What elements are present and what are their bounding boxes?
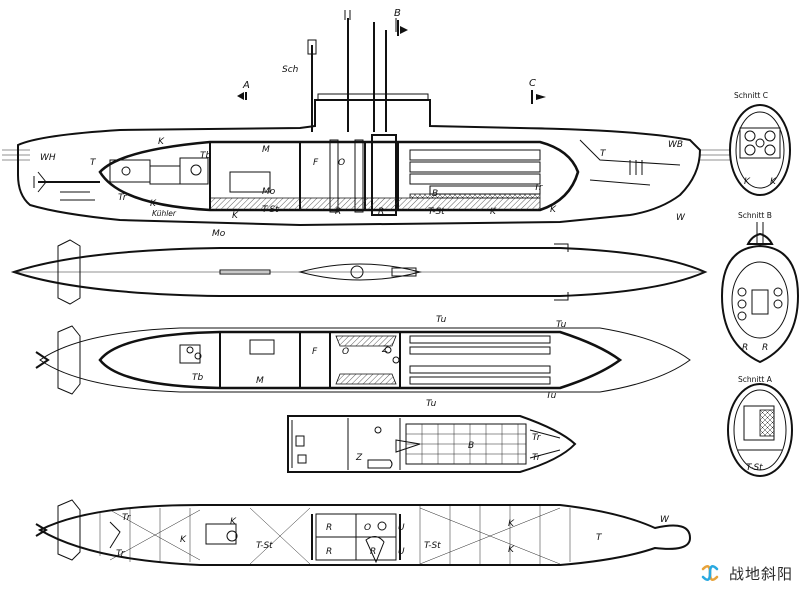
- svg-text:A: A: [242, 80, 250, 91]
- side-torpedo-tubes: [409, 149, 541, 195]
- label-k-fwd: K: [490, 207, 497, 217]
- label-k-bow: K: [550, 205, 557, 215]
- section-b: Schnitt B R R: [720, 211, 799, 364]
- label-wh: WH: [40, 153, 56, 163]
- watermark: 战地斜阳: [697, 560, 793, 586]
- keel-label-r-2: R: [326, 547, 332, 557]
- label-tr-fwd: Tr: [534, 183, 544, 193]
- keel-label-k-4: K: [508, 545, 515, 555]
- label-k-mid: K: [232, 211, 239, 221]
- plan-label-f: F: [312, 347, 318, 357]
- keel-label-o: O: [364, 523, 371, 533]
- label-tr-aft: Tr: [118, 193, 128, 203]
- plan-label-o: O: [342, 347, 349, 357]
- label-f: F: [313, 158, 319, 168]
- label-tst-fwd: T-St: [428, 207, 445, 217]
- label-t-aft: T: [90, 158, 97, 168]
- keel-cross-hatch: [99, 506, 571, 565]
- plan-label-z: Z: [381, 345, 389, 355]
- section-b-title: Schnitt B: [738, 211, 772, 220]
- label-r-side-2: R: [378, 207, 384, 217]
- plan-label-tb: Tb: [192, 373, 203, 383]
- inset-label-b: B: [468, 441, 474, 451]
- plan-view-upper: F O Z M Tb Tu Tu Tu Tu: [35, 315, 691, 409]
- section-c-label-k1: K: [744, 177, 751, 187]
- cut-marker-c: C: [529, 78, 546, 104]
- section-c: Schnitt C K K: [729, 91, 791, 196]
- keel-label-t: T: [596, 533, 603, 543]
- label-m: M: [262, 145, 270, 155]
- section-b-label-r2: R: [762, 343, 768, 353]
- inset-label-tr-2: Tr: [532, 453, 542, 463]
- section-a-title: Schnitt A: [738, 375, 773, 384]
- keel-label-u-1: U: [398, 523, 405, 533]
- cut-marker-b: B: [394, 8, 408, 36]
- plan-torpedo-tubes: [409, 335, 551, 385]
- section-c-label-k2: K: [770, 177, 777, 187]
- label-sch: Sch: [282, 65, 299, 75]
- keel-label-tr-2: Tr: [116, 549, 126, 559]
- keel-label-tr-1: Tr: [122, 513, 132, 523]
- keel-label-k-3: K: [508, 519, 515, 529]
- plan-label-tu-2: Tu: [556, 320, 567, 330]
- inset-grid: [405, 423, 527, 465]
- plan-label-tu-4: Tu: [426, 399, 437, 409]
- keel-label-tst-1: T-St: [256, 541, 273, 551]
- inset-label-z: Z: [355, 453, 363, 463]
- keel-label-k-2: K: [230, 517, 237, 527]
- svg-text:B: B: [394, 8, 401, 19]
- keel-label-u-2: U: [398, 547, 405, 557]
- section-c-title: Schnitt C: [734, 91, 768, 100]
- plan-view-lower-inset: Z B Tr Tr: [287, 415, 577, 473]
- label-kuhler: Kühler: [152, 209, 177, 218]
- label-wb: WB: [668, 140, 683, 150]
- label-k-keel: K: [150, 199, 157, 209]
- watermark-text: 战地斜阳: [728, 564, 793, 583]
- plan-label-tu-3: Tu: [546, 391, 557, 401]
- label-b-side: B: [432, 189, 438, 199]
- label-mo: Mo: [262, 187, 276, 197]
- inset-label-tr-1: Tr: [532, 433, 542, 443]
- keel-label-r-1: R: [326, 523, 332, 533]
- label-tst-aft: T-St: [262, 205, 279, 215]
- section-a-label-tst: T-St: [746, 463, 763, 473]
- top-deck-view: [10, 239, 708, 305]
- keel-label-k-1: K: [180, 535, 187, 545]
- wechat-channel-icon: [701, 565, 719, 581]
- plan-view-keel: Tr Tr K K T-St R R O R U U T-St K K T W: [35, 499, 692, 566]
- keel-label-r-3: R: [370, 547, 376, 557]
- section-a: Schnitt A T-St: [727, 375, 793, 477]
- label-tb: Tb: [200, 151, 211, 161]
- keel-label-w: W: [660, 515, 670, 525]
- plan-label-m: M: [256, 376, 264, 386]
- section-b-label-r1: R: [742, 343, 748, 353]
- label-o: O: [338, 158, 345, 168]
- label-t-fwd: T: [600, 149, 607, 159]
- side-elevation-view: WH T K Tb M F O Mo Kühler Mo Tr K K T-St…: [2, 8, 730, 239]
- keel-label-tst-2: T-St: [424, 541, 441, 551]
- label-mo-lower: Mo: [212, 229, 226, 239]
- side-engine-room: [109, 157, 271, 193]
- plan-label-tu-1: Tu: [436, 315, 447, 325]
- svg-text:C: C: [529, 78, 536, 89]
- cut-marker-a: A: [237, 80, 250, 100]
- label-r-side: R: [335, 207, 341, 217]
- label-k-aft: K: [158, 137, 165, 147]
- label-w-side: W: [676, 213, 686, 223]
